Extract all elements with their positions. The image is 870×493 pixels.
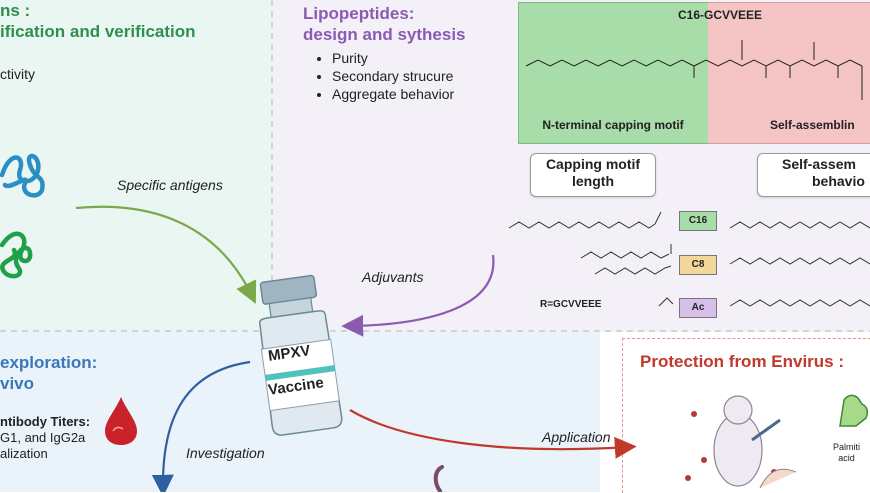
selfassembling-label: Self-assemblin <box>770 118 855 132</box>
specific-antigens-label: Specific antigens <box>117 177 223 193</box>
bullet-aggregate-behavior: Aggregate behavior <box>332 85 454 103</box>
bullet-secondary-structure: Secondary strucure <box>332 67 454 85</box>
mouse-treatment-illustration <box>685 395 797 489</box>
lipopeptide-structure-diagram <box>525 40 863 100</box>
identification-title: ns : ification and verification <box>0 1 196 41</box>
adjuvants-label: Adjuvants <box>362 269 424 285</box>
identification-item: ctivity <box>0 66 35 82</box>
application-label: Application <box>542 429 611 445</box>
antigen-protein-blue-icon <box>0 153 45 198</box>
r-group-label: R=GCVVEEE <box>540 299 602 310</box>
mouse-icon <box>433 465 444 492</box>
tag-ac: Ac <box>679 298 717 318</box>
investigation-title: exploration: vivo <box>0 353 98 393</box>
vaccine-vial-icon <box>259 274 343 436</box>
capping-motif-label: N-terminal capping motif <box>542 118 684 132</box>
lipopeptide-bullets: Purity Secondary strucure Aggregate beha… <box>314 49 454 103</box>
capping-length-box: Capping motif length <box>530 153 656 197</box>
structure-title: C16-GCVVEEE <box>677 8 763 22</box>
bullet-purity: Purity <box>332 49 454 67</box>
tag-c8: C8 <box>679 255 717 275</box>
capping-chain-diagram <box>508 211 870 307</box>
palmitic-acid-label: Palmiti acid <box>833 442 861 463</box>
tag-c16: C16 <box>679 211 717 231</box>
investigation-label: Investigation <box>186 445 265 461</box>
selfassembly-behavior-box: Self-assem behavio <box>757 153 870 197</box>
blood-drop-icon <box>105 397 137 445</box>
antibody-titers-text: ntibody Titers: G1, and IgG2a alization <box>0 414 91 461</box>
structure-capping-region <box>518 2 710 144</box>
identification-panel <box>0 0 272 332</box>
structure-selfassembly-region <box>708 2 870 144</box>
lipopeptide-title: Lipopeptides: design and sythesis <box>303 4 466 44</box>
antigen-protein-green-icon <box>0 231 33 279</box>
protection-title: Protection from Envirus : <box>640 352 845 371</box>
muscle-arm-icon <box>839 394 869 427</box>
